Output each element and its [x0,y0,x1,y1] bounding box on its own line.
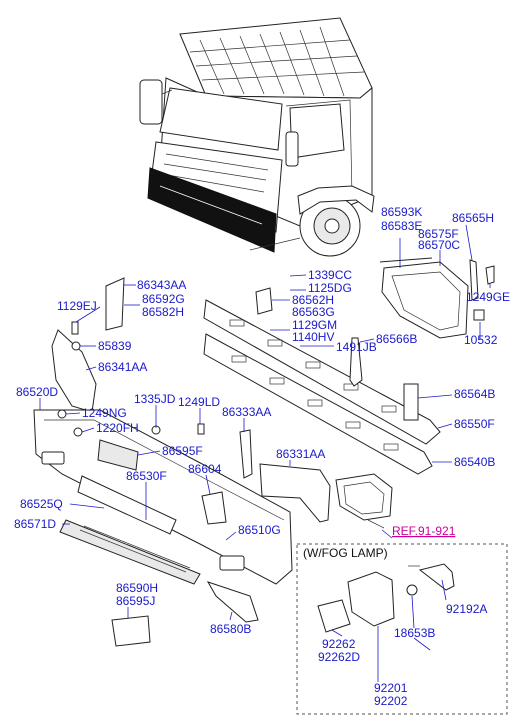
label-86580B: 86580B [210,622,251,636]
label-1220FH: 1220FH [96,421,139,435]
label-86566B: 86566B [376,332,417,346]
label-86520D: 86520D [16,385,58,399]
label-86331AA: 86331AA [276,447,325,461]
part-labels: 86593K 86583E 86565H 86575F 86570C 1339C… [14,205,510,708]
label-1249GE: 1249GE [466,290,510,304]
label-86593K: 86593K [381,205,422,219]
label-86565H: 86565H [452,211,494,225]
fog-lamp-caption: (W/FOG LAMP) [303,546,388,560]
label-1335JD: 1335JD [134,392,176,406]
label-92262: 92262 [322,637,356,651]
label-10532: 10532 [464,333,498,347]
label-86592G: 86592G [142,292,185,306]
label-86595J: 86595J [116,594,155,608]
label-86341AA: 86341AA [98,360,147,374]
label-18653B: 18653B [394,626,435,640]
label-92262D: 92262D [318,650,360,664]
label-86563G: 86563G [292,305,335,319]
headlamp-drawing [335,473,393,529]
label-1249LD: 1249LD [178,395,220,409]
label-1129GM: 1129GM [292,318,337,332]
label-1129EJ: 1129EJ [57,299,97,313]
label-86540B: 86540B [454,455,495,469]
label-86525Q: 86525Q [20,497,63,511]
label-1249NG: 1249NG [82,406,127,420]
label-86590H: 86590H [116,581,158,595]
label-86564B: 86564B [454,387,495,401]
label-1339CC: 1339CC [308,268,352,282]
front-bumper-drawing [33,409,293,647]
label-92202: 92202 [374,694,408,708]
reference-link[interactable]: REF.91-921 [392,524,456,538]
label-86562H: 86562H [292,293,334,307]
label-1140HV: 1140HV [292,330,334,344]
label-92192A: 92192A [446,602,487,616]
label-92201: 92201 [374,681,408,695]
truck-cab-drawing [139,17,375,274]
label-86583E: 86583E [381,219,422,233]
headlamp-bracket-drawing [379,257,495,339]
bumper-beams-drawing [203,287,441,523]
fog-lamp-box [296,543,508,715]
label-86571D: 86571D [14,517,56,531]
label-86595F: 86595F [162,444,203,458]
label-1125DG: 1125DG [308,281,352,295]
label-86530F: 86530F [126,469,167,483]
label-86575F: 86575F [418,227,459,241]
label-86550F: 86550F [454,417,495,431]
label-86333AA: 86333AA [222,405,271,419]
label-86343AA: 86343AA [137,278,186,292]
highlighted-bumper [147,167,277,253]
label-86604: 86604 [188,462,222,476]
label-86570C: 86570C [418,238,460,252]
left-brackets-drawing [51,277,125,413]
label-86510G: 86510G [238,523,281,537]
leader-lines [39,224,491,682]
label-86582H: 86582H [142,305,184,319]
label-85839: 85839 [98,339,132,353]
label-1491JB: 1491JB [336,340,377,354]
